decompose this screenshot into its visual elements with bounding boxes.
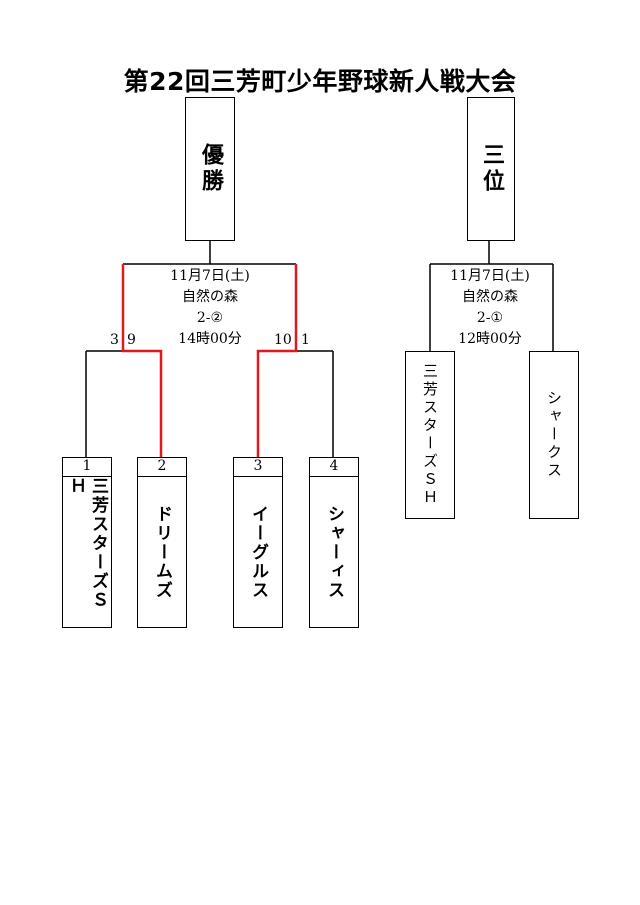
winner-path-eagles	[256, 264, 298, 457]
final-date: 11月7日(土)	[170, 268, 250, 284]
team-name-4: シャーィス	[324, 504, 344, 600]
seed-4: 4	[309, 457, 359, 477]
final-score: 2-②	[196, 310, 224, 326]
final-time: 14時00分	[178, 331, 242, 347]
third-score: 2-①	[476, 310, 504, 326]
champion-box: 優勝	[185, 97, 235, 241]
semi-right-score-right: 1	[301, 332, 310, 348]
third-team-name-2: シャークス	[545, 390, 563, 480]
third-team-box-1: 三芳スターズＳＨ	[405, 351, 455, 519]
team-name-1: 三芳スターズＳＨ	[66, 477, 108, 610]
seed-2: 2	[137, 457, 187, 477]
semi-left-score-right: 9	[127, 332, 136, 348]
seed-1: 1	[62, 457, 112, 477]
semi-right-score-left: 10	[274, 332, 292, 348]
third-venue: 自然の森	[462, 289, 518, 305]
seed-3: 3	[233, 457, 283, 477]
final-venue: 自然の森	[182, 289, 238, 305]
semi-left-score-left: 3	[110, 332, 119, 348]
team-box-2: ドリームズ	[137, 476, 187, 628]
third-date: 11月7日(土)	[450, 268, 530, 284]
third-team-box-2: シャークス	[529, 351, 579, 519]
winner-path-dreams	[121, 264, 163, 457]
champion-label: 優勝	[198, 143, 223, 195]
third-team-name-1: 三芳スターズＳＨ	[421, 363, 439, 507]
third-time: 12時00分	[458, 331, 522, 347]
third-place-box: 三位	[467, 97, 515, 241]
team-box-3: イーグルス	[233, 476, 283, 628]
team-box-4: シャーィス	[309, 476, 359, 628]
third-place-label: 三位	[479, 143, 504, 195]
team-name-2: ドリームズ	[152, 504, 172, 600]
final-match-info: 11月7日(土) 自然の森 2-② 14時00分	[130, 266, 290, 350]
tournament-title: 第22回三芳町少年野球新人戦大会	[123, 67, 517, 96]
team-name-3: イーグルス	[248, 504, 268, 600]
third-match-info: 11月7日(土) 自然の森 2-① 12時00分	[410, 266, 570, 350]
team-box-1: 三芳スターズＳＨ	[62, 476, 112, 628]
